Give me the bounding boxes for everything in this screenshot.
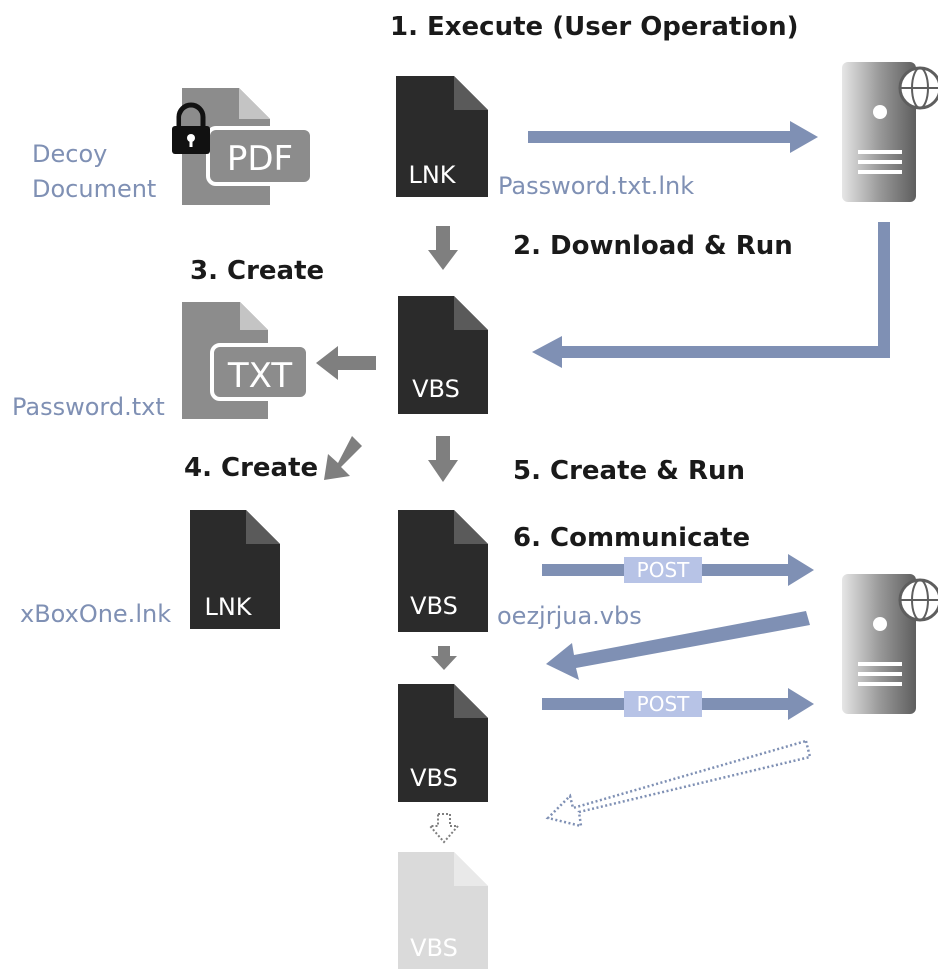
arrow-vbs-to-lnk: [324, 436, 362, 480]
post-tag-label: POST: [637, 692, 690, 716]
arrow-vbs-to-vbs-2: [428, 436, 458, 482]
lnk-xbox-file-icon: LNK: [190, 510, 280, 629]
vbs-faded-label: VBS: [410, 934, 458, 962]
post-tag-label: POST: [637, 558, 690, 582]
decoy-label-line1: Decoy: [32, 140, 108, 168]
vbs-faded-file-icon: VBS: [398, 852, 488, 969]
txt-tag: TXT: [227, 356, 292, 396]
vbs-oezjrjua-file-icon: VBS: [398, 510, 488, 632]
step-create-txt: 3. Create: [190, 256, 325, 286]
step-execute: 1. Execute (User Operation): [390, 12, 799, 42]
lnk-file-icon: LNK: [396, 76, 488, 197]
lnk-label: LNK: [408, 161, 456, 189]
vbs-next-file-icon: VBS: [398, 684, 488, 802]
lock-icon: [172, 102, 210, 154]
step-download-run: 2. Download & Run: [513, 231, 793, 261]
arrow-vbs-2-to-vbs-3: [431, 646, 457, 670]
arrow-vbs-3-to-vbs-4: [427, 813, 461, 844]
arrow-lnk-to-server: [528, 121, 818, 153]
password-lnk-label: Password.txt.lnk: [498, 172, 695, 200]
txt-file-icon: TXT: [182, 302, 310, 419]
step-create-lnk: 4. Create: [184, 453, 319, 483]
step-create-run: 5. Create & Run: [513, 456, 745, 486]
lnk-xbox-label: LNK: [204, 593, 252, 621]
arrow-lnk-to-vbs: [428, 226, 458, 270]
oezjrjua-vbs-label: oezjrjua.vbs: [497, 602, 642, 630]
post-tag: POST: [624, 691, 702, 717]
arrow-server-response: [546, 611, 810, 680]
pdf-tag: PDF: [227, 139, 293, 179]
server-globe-icon: [842, 62, 938, 202]
server-globe-icon: [842, 574, 938, 714]
xboxone-lnk-label: xBoxOne.lnk: [20, 600, 172, 628]
arrow-server-to-vbs: [532, 222, 890, 368]
decoy-label-line2: Document: [32, 175, 157, 203]
step-communicate: 6. Communicate: [513, 523, 751, 553]
post-tag: POST: [624, 557, 702, 583]
vbs-file-icon: VBS: [398, 296, 488, 414]
arrow-vbs-to-txt: [316, 346, 376, 380]
password-txt-label: Password.txt: [12, 393, 165, 421]
vbs-label: VBS: [412, 375, 460, 403]
vbs-next-label: VBS: [410, 764, 458, 792]
arrow-future-response: [545, 739, 812, 828]
vbs-oezjrjua-label: VBS: [410, 592, 458, 620]
